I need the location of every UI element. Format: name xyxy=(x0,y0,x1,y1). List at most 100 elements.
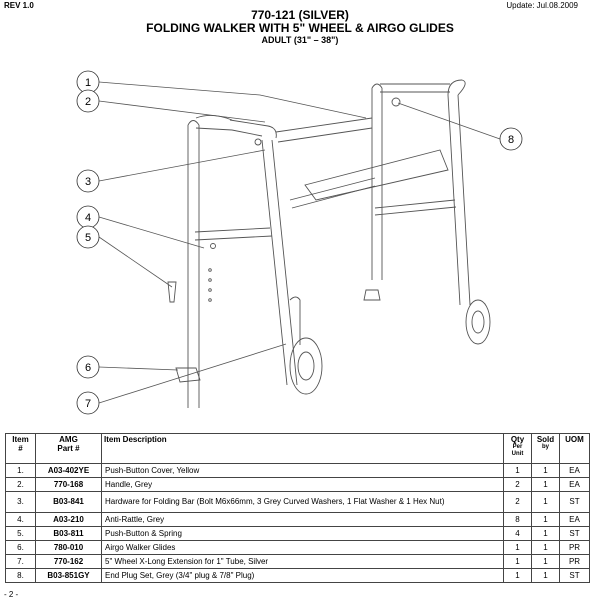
left-handle xyxy=(229,119,277,139)
callout-label-8: 8 xyxy=(508,134,514,146)
col-description: Item Description xyxy=(101,433,504,464)
header-text: Item xyxy=(12,435,29,444)
item-description: 5" Wheel X-Long Extension for 1" Tube, S… xyxy=(101,554,504,569)
item-description: Hardware for Folding Bar (Bolt M6x66mm, … xyxy=(101,491,504,513)
left-glide xyxy=(175,367,201,383)
rear-right-leg xyxy=(371,88,383,280)
item-number: 8. xyxy=(5,568,36,583)
header-text: Part # xyxy=(57,444,80,453)
sold-by: 1 xyxy=(531,463,560,478)
parts-table: Item # AMG Part # Item Description Qty P… xyxy=(5,433,590,583)
callout-circle-2 xyxy=(76,89,100,113)
cross-brace xyxy=(275,117,373,143)
table-row: 5. B03-811 Push-Button & Spring 4 1 ST xyxy=(5,526,590,541)
table-row: 8. B03-851GY End Plug Set, Grey (3/4" pl… xyxy=(5,568,590,583)
callout-circle-5 xyxy=(76,225,100,249)
header-subtext: Unit xyxy=(511,451,524,457)
qty-per-unit: 2 xyxy=(503,491,532,513)
product-subtitle: FOLDING WALKER WITH 5" WHEEL & AIRGO GLI… xyxy=(146,21,454,35)
left-wheel xyxy=(289,337,323,395)
item-description: Push-Button & Spring xyxy=(101,526,504,541)
callout-label-2: 2 xyxy=(85,96,91,108)
callout-label-1: 1 xyxy=(85,77,91,89)
size-range: ADULT (31" – 38") xyxy=(261,35,339,45)
col-item: Item # xyxy=(5,433,36,464)
qty-per-unit: 8 xyxy=(503,512,532,527)
item-number: 7. xyxy=(5,554,36,569)
page-number: - 2 - xyxy=(4,590,19,599)
title-block: 770-121 (SILVER) FOLDING WALKER WITH 5" … xyxy=(0,9,600,46)
uom: ST xyxy=(559,568,590,583)
qty-per-unit: 1 xyxy=(503,554,532,569)
table-row: 6. 780-010 Airgo Walker Glides 1 1 PR xyxy=(5,540,590,555)
uom: PR xyxy=(559,540,590,555)
part-number: A03-210 xyxy=(35,512,102,527)
header-text: AMG xyxy=(59,435,78,444)
callout-circle-7 xyxy=(76,391,100,415)
sold-by: 1 xyxy=(531,540,560,555)
col-sold-by: Sold by xyxy=(531,433,560,464)
callout-circle-6 xyxy=(76,355,100,379)
sold-by: 1 xyxy=(531,477,560,492)
item-description: Airgo Walker Glides xyxy=(101,540,504,555)
uom: ST xyxy=(559,491,590,513)
sold-by: 1 xyxy=(531,526,560,541)
header-text: Qty xyxy=(510,435,525,444)
qty-per-unit: 1 xyxy=(503,463,532,478)
item-description: Handle, Grey xyxy=(101,477,504,492)
part-number: B03-811 xyxy=(35,526,102,541)
item-description: End Plug Set, Grey (3/4" plug & 7/8" Plu… xyxy=(101,568,504,583)
item-number: 3. xyxy=(5,491,36,513)
right-wheel xyxy=(465,299,491,345)
table-row: 1. A03-402YE Push-Button Cover, Yellow 1… xyxy=(5,463,590,478)
table-header-row: Item # AMG Part # Item Description Qty P… xyxy=(5,433,590,464)
part-number: B03-851GY xyxy=(35,568,102,583)
header-text: # xyxy=(18,444,23,453)
item-number: 4. xyxy=(5,512,36,527)
sold-by: 1 xyxy=(531,568,560,583)
qty-per-unit: 1 xyxy=(503,540,532,555)
table-row: 2. 770-168 Handle, Grey 2 1 EA xyxy=(5,477,590,492)
table-row: 3. B03-841 Hardware for Folding Bar (Bol… xyxy=(5,491,590,513)
callout-label-3: 3 xyxy=(85,176,91,188)
callout-circle-3 xyxy=(76,169,100,193)
rear-left-leg xyxy=(187,125,200,408)
part-number: 780-010 xyxy=(35,540,102,555)
sold-by: 1 xyxy=(531,491,560,513)
uom: EA xyxy=(559,512,590,527)
revision-label: REV 1.0 xyxy=(4,1,34,10)
uom: EA xyxy=(559,463,590,478)
uom: ST xyxy=(559,526,590,541)
table-row: 4. A03-210 Anti-Rattle, Grey 8 1 EA xyxy=(5,512,590,527)
item-description: Push-Button Cover, Yellow xyxy=(101,463,504,478)
uom: EA xyxy=(559,477,590,492)
callout-label-5: 5 xyxy=(85,232,91,244)
part-number: B03-841 xyxy=(35,491,102,513)
callout-label-6: 6 xyxy=(85,362,91,374)
table-row: 7. 770-162 5" Wheel X-Long Extension for… xyxy=(5,554,590,569)
sold-by: 1 xyxy=(531,554,560,569)
walker-exploded-diagram: 1 2 3 4 5 6 7 8 xyxy=(76,70,523,415)
callout-label-4: 4 xyxy=(85,212,91,224)
item-description: Anti-Rattle, Grey xyxy=(101,512,504,527)
header-text: Sold xyxy=(536,435,555,444)
update-date: Update: Jul.08.2009 xyxy=(506,1,578,10)
col-qty: Qty Per Unit xyxy=(503,433,532,464)
part-number: 770-168 xyxy=(35,477,102,492)
part-number: A03-402YE xyxy=(35,463,102,478)
qty-per-unit: 4 xyxy=(503,526,532,541)
right-top-rail xyxy=(380,83,450,93)
item-number: 6. xyxy=(5,540,36,555)
front-left-leg xyxy=(261,139,298,386)
col-amg-part: AMG Part # xyxy=(35,433,102,464)
part-number: 770-162 xyxy=(35,554,102,569)
item-number: 2. xyxy=(5,477,36,492)
sold-by: 1 xyxy=(531,512,560,527)
qty-per-unit: 1 xyxy=(503,568,532,583)
uom: PR xyxy=(559,554,590,569)
callout-label-7: 7 xyxy=(85,398,91,410)
col-uom: UOM xyxy=(559,433,590,464)
model-title: 770-121 (SILVER) xyxy=(251,8,349,22)
qty-per-unit: 2 xyxy=(503,477,532,492)
item-number: 5. xyxy=(5,526,36,541)
